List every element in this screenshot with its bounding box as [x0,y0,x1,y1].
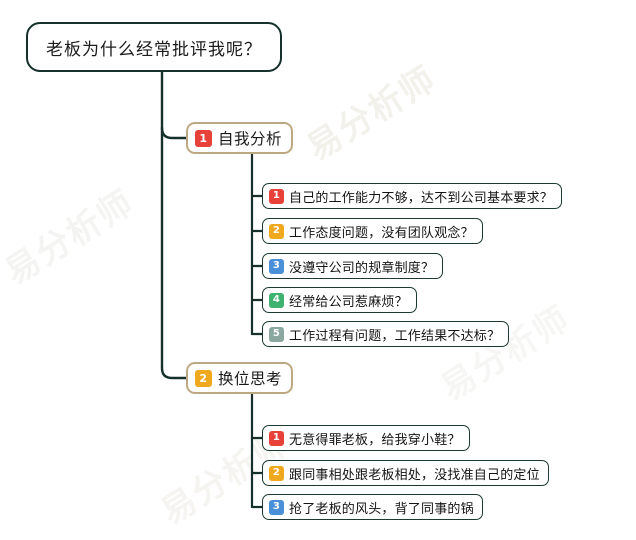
watermark: 易分析师 [0,182,142,293]
leaf-node[interactable]: 2 工作态度问题，没有团队观念？ [262,218,483,244]
leaf-number-badge: 4 [269,292,284,308]
root-node-label: 老板为什么经常批评我呢？ [46,39,262,60]
leaf-node[interactable]: 1 无意得罪老板，给我穿小鞋？ [262,425,470,451]
leaf-node-label: 无意得罪老板，给我穿小鞋？ [289,432,461,448]
leaf-node-label: 跟同事相处跟老板相处，没找准自己的定位 [289,467,540,483]
leaf-number-badge: 1 [269,430,284,446]
branch-node-label: 自我分析 [218,130,283,148]
leaf-number-badge: 3 [269,499,284,515]
leaf-node[interactable]: 2 跟同事相处跟老板相处，没找准自己的定位 [262,460,549,486]
watermark: 易分析师 [434,298,578,409]
branch-node-label: 换位思考 [218,370,283,388]
branch-number-badge: 1 [195,129,212,147]
root-node[interactable]: 老板为什么经常批评我呢？ [26,22,282,72]
leaf-number-badge: 5 [269,326,284,342]
leaf-node[interactable]: 1 自己的工作能力不够，达不到公司基本要求？ [262,183,563,209]
leaf-node[interactable]: 3 抢了老板的风头，背了同事的锅 [262,494,483,520]
branch-node-empathy[interactable]: 2 换位思考 [186,362,294,394]
leaf-node-label: 没遵守公司的规章制度？ [289,260,435,276]
leaf-node[interactable]: 3 没遵守公司的规章制度？ [262,253,444,279]
leaf-node-label: 自己的工作能力不够，达不到公司基本要求？ [289,190,554,206]
leaf-number-badge: 2 [269,465,284,481]
branch-number-badge: 2 [195,369,212,387]
leaf-number-badge: 2 [269,223,284,239]
leaf-node-label: 经常给公司惹麻烦？ [289,294,408,310]
leaf-node-label: 工作态度问题，没有团队观念？ [289,225,474,241]
leaf-number-badge: 3 [269,258,284,274]
leaf-number-badge: 1 [269,188,284,204]
leaf-node[interactable]: 4 经常给公司惹麻烦？ [262,287,417,313]
leaf-node[interactable]: 5 工作过程有问题，工作结果不达标？ [262,321,510,347]
leaf-node-label: 抢了老板的风头，背了同事的锅 [289,501,474,517]
branch-node-self-analysis[interactable]: 1 自我分析 [186,122,294,154]
leaf-node-label: 工作过程有问题，工作结果不达标？ [289,328,501,344]
watermark: 易分析师 [300,58,444,169]
